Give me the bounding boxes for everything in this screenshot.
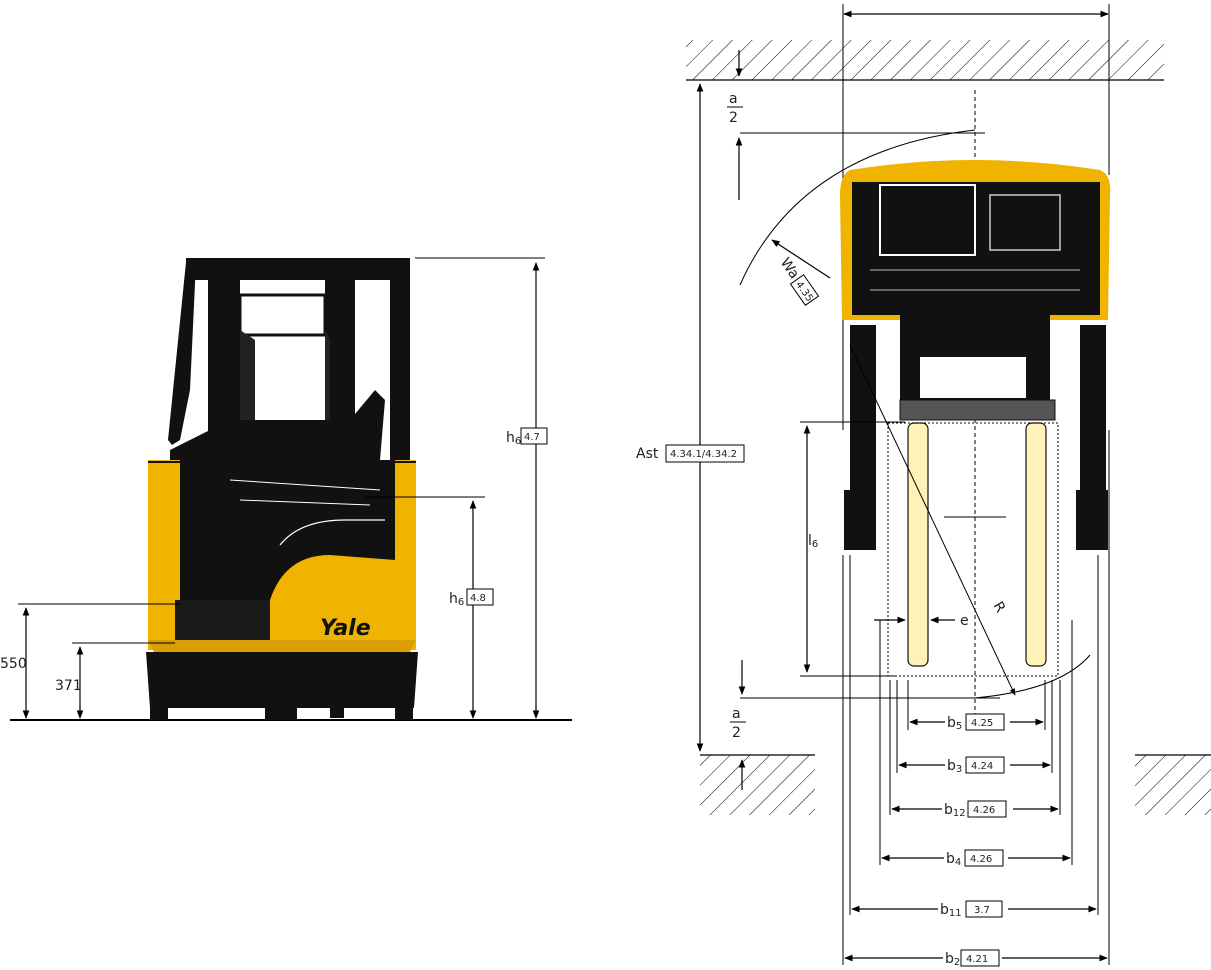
svg-text:3.7: 3.7: [974, 905, 990, 916]
svg-text:4.7: 4.7: [524, 432, 540, 443]
svg-text:b3: b3: [947, 758, 962, 775]
ast-label: Ast 4.34.1/4.34.2: [636, 444, 745, 463]
dim-550-label: 550: [0, 656, 27, 672]
svg-text:h6: h6: [449, 591, 464, 608]
truck-body: [148, 460, 416, 656]
svg-text:4.8: 4.8: [470, 593, 486, 604]
svg-text:4.34.1/4.34.2: 4.34.1/4.34.2: [670, 449, 737, 460]
r-label: R: [990, 599, 1009, 616]
svg-text:h6: h6: [506, 430, 521, 447]
svg-text:Ast: Ast: [636, 446, 659, 462]
l6-label: l6: [808, 533, 818, 550]
svg-text:b2: b2: [945, 951, 960, 968]
wall-bottom-right: [1135, 755, 1211, 815]
svg-text:4.26: 4.26: [973, 805, 995, 816]
width-b12: b12 4.26: [891, 800, 1059, 819]
wall-bottom-left: [700, 755, 815, 815]
outrigger-legs: [844, 325, 1108, 550]
svg-text:4.25: 4.25: [971, 718, 993, 729]
width-b11: b11 3.7: [851, 900, 1097, 919]
h6-overall-height-label: h6 4.7: [506, 427, 548, 447]
forks: [887, 422, 1059, 677]
svg-text:4.21: 4.21: [966, 954, 988, 965]
overhead-guard: [168, 258, 410, 467]
top-view: a 2 a 2 Ast 4.34.1/4.34.2 Wa 4.35: [636, 4, 1211, 968]
svg-text:4.24: 4.24: [971, 761, 993, 772]
width-b4: b4 4.26: [881, 849, 1071, 868]
svg-text:a: a: [729, 91, 738, 107]
width-b2: b2 4.21: [844, 949, 1108, 968]
width-extension-lines: [842, 430, 1110, 965]
width-b3: b3 4.24: [898, 756, 1051, 775]
dim-371-label: 371: [55, 678, 82, 694]
wall-top: [686, 40, 1164, 80]
e-label: e: [960, 613, 969, 629]
svg-text:2: 2: [729, 110, 738, 126]
h6-seat-height-label: h6 4.8: [449, 588, 494, 608]
a-half-bottom-label: a 2: [730, 706, 746, 741]
chassis: [146, 652, 418, 720]
a-half-top-label: a 2: [727, 91, 743, 126]
svg-text:b4: b4: [946, 851, 961, 868]
svg-text:4.26: 4.26: [970, 854, 992, 865]
front-view: Yale 550 371 h6 4.7 h6 4: [0, 257, 572, 721]
truck-top-body: [840, 160, 1111, 421]
svg-text:b5: b5: [947, 715, 962, 732]
svg-text:a: a: [732, 706, 741, 722]
svg-text:2: 2: [732, 725, 741, 741]
yale-logo: Yale: [320, 616, 371, 641]
svg-text:b11: b11: [940, 902, 962, 919]
svg-text:b12: b12: [944, 802, 966, 819]
width-b5: b5 4.25: [909, 713, 1044, 732]
wa-label: Wa 4.35: [777, 255, 820, 306]
